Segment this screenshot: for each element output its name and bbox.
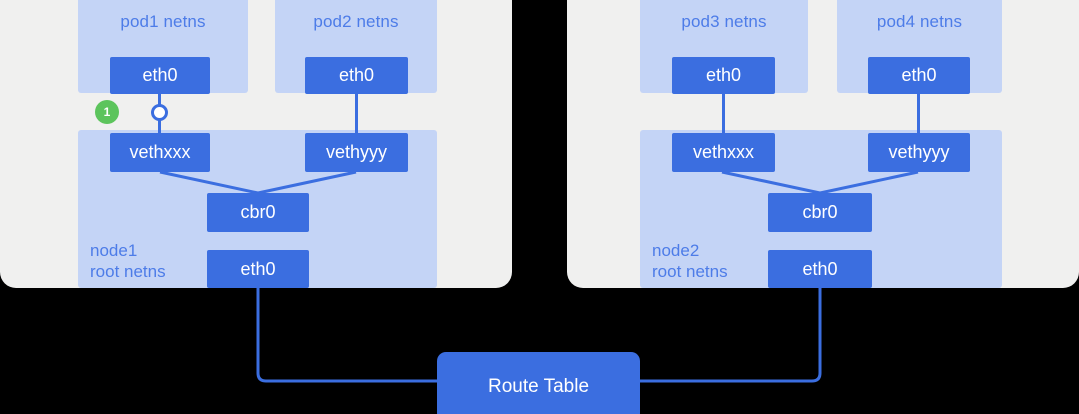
pod-netns-label-pod1: pod1 netns	[120, 12, 206, 31]
veth-link-node2-x	[722, 93, 725, 135]
root-netns-label-node2: node2 root netns	[652, 241, 728, 281]
veth-link-node1-y	[355, 93, 358, 135]
interface-eth0-pod1[interactable]: eth0	[110, 57, 210, 94]
annotation-badge-1[interactable]: 1	[95, 100, 119, 124]
interface-vethxxx-node2[interactable]: vethxxx	[672, 133, 775, 172]
interface-eth0-node1[interactable]: eth0	[207, 250, 309, 288]
interface-vethxxx-node1[interactable]: vethxxx	[110, 133, 210, 172]
interface-eth0-pod3[interactable]: eth0	[672, 57, 775, 94]
pod-netns-label-pod4: pod4 netns	[876, 12, 963, 31]
veth-link-node2-y	[917, 93, 920, 135]
interface-vethyyy-node1[interactable]: vethyyy	[305, 133, 408, 172]
pod-netns-pod3: pod3 netns	[640, 0, 808, 93]
interface-vethyyy-node2[interactable]: vethyyy	[868, 133, 970, 172]
veth-link-upper-node1-x	[158, 93, 161, 106]
interface-eth0-pod4[interactable]: eth0	[868, 57, 970, 94]
interface-cbr0-node2[interactable]: cbr0	[768, 193, 872, 232]
pod-netns-pod1: pod1 netns	[78, 0, 248, 93]
interface-cbr0-node1[interactable]: cbr0	[207, 193, 309, 232]
root-netns-label-node1: node1 root netns	[90, 241, 166, 281]
route-table-box[interactable]: Route Table	[437, 352, 640, 414]
veth-link-lower-node1-x	[158, 120, 161, 135]
interface-eth0-pod2[interactable]: eth0	[305, 57, 408, 94]
link-node2-route-table	[640, 288, 822, 383]
pod-netns-label-pod3: pod3 netns	[681, 12, 767, 31]
veth-pair-circle-marker	[151, 104, 168, 121]
link-node1-route-table	[256, 288, 437, 383]
interface-eth0-node2[interactable]: eth0	[768, 250, 872, 288]
pod-netns-label-pod2: pod2 netns	[313, 12, 399, 31]
